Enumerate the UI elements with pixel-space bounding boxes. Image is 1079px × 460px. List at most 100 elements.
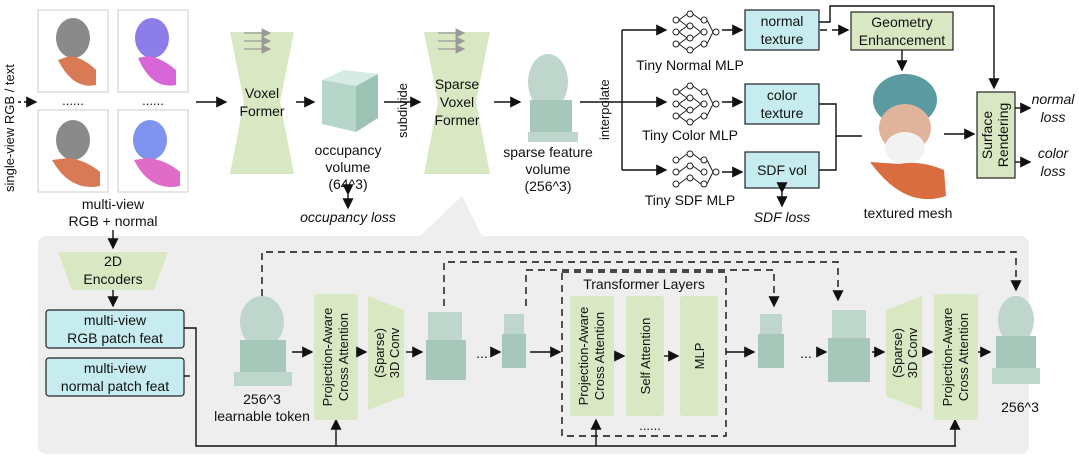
geometry-enhancement-box xyxy=(850,11,954,51)
sparse-conv-1-label-1: (Sparse) xyxy=(372,328,387,378)
sparse-feature-bust xyxy=(528,54,578,142)
voxel-bust-c xyxy=(758,314,784,368)
ellipsis-right: ...... xyxy=(142,93,164,108)
bust-normal-1 xyxy=(135,18,169,58)
voxel-former-block xyxy=(230,32,294,174)
normal-texture-label-1: normal xyxy=(761,13,804,29)
multiview-caption-1: multi-view xyxy=(82,196,145,212)
bust-normal-2 xyxy=(133,120,167,160)
skip-connection-inner xyxy=(525,269,780,308)
learnable-token-bust xyxy=(234,296,292,386)
sparse-feature-label-1: sparse feature xyxy=(503,144,593,160)
textured-mesh-label: textured mesh xyxy=(864,205,953,221)
textured-mesh-bust xyxy=(870,74,946,200)
sparse-feature-label-3: (256^3) xyxy=(524,178,571,194)
normal-loss-2: loss xyxy=(1041,109,1066,125)
pa-cross-2-label-2: Cross Attention xyxy=(956,313,971,401)
transformer-dots: ...... xyxy=(639,418,661,433)
normal-texture-label-2: texture xyxy=(761,31,804,47)
sparse-feature-label-2: volume xyxy=(525,161,570,177)
ellipsis-a: ... xyxy=(476,345,488,361)
normal-patch-label-2: normal patch feat xyxy=(61,378,169,394)
occupancy-volume-cube xyxy=(322,70,378,132)
color-texture-label-2: texture xyxy=(761,105,804,121)
sparse-conv-2-label-1: (Sparse) xyxy=(890,328,905,378)
learnable-label-2: learnable token xyxy=(214,408,310,424)
color-loss-1: color xyxy=(1038,145,1070,161)
normal-patch-label-1: multi-view xyxy=(84,360,147,376)
geometry-label-2: Enhancement xyxy=(859,32,946,48)
learnable-label-1: 256^3 xyxy=(243,391,281,407)
bust-rgb-1 xyxy=(56,18,90,58)
color-texture-box xyxy=(744,83,820,125)
color-mlp-icon xyxy=(672,82,720,126)
zoom-wedge xyxy=(420,196,482,236)
sparse-3d-conv-1 xyxy=(368,296,404,410)
encoders-label-1: 2D xyxy=(104,253,122,269)
output-voxel-bust xyxy=(992,296,1040,384)
sdf-vol-label: SDF vol xyxy=(757,162,807,178)
geometry-label-1: Geometry xyxy=(871,14,932,30)
skip-connection-middle xyxy=(443,261,844,306)
sparse-former-label-3: Former xyxy=(434,112,479,128)
tiny-sdf-mlp-label: Tiny SDF MLP xyxy=(645,192,736,208)
sparse-former-label-2: Voxel xyxy=(440,94,474,110)
transformer-layers-box xyxy=(561,271,727,437)
self-attention-label: Self Attention xyxy=(638,318,653,395)
self-attention-block xyxy=(626,296,664,416)
pa-cross-2-label-1: Projection-Aware xyxy=(940,308,955,407)
voxel-bust-b xyxy=(502,314,526,368)
pa-cross-tf-label-2: Cross Attention xyxy=(592,312,607,400)
normal-loss-1: normal xyxy=(1032,91,1076,107)
transformer-layers-label: Transformer Layers xyxy=(583,276,705,292)
input-label: single-view RGB / text xyxy=(2,64,17,192)
voxel-former-label-1: Voxel xyxy=(245,85,279,101)
occupancy-label-2: volume xyxy=(325,159,370,175)
color-loss-2: loss xyxy=(1041,163,1066,179)
output-res-label: 256^3 xyxy=(1001,399,1039,415)
tiny-normal-mlp-label: Tiny Normal MLP xyxy=(636,57,744,73)
voxel-bust-d xyxy=(828,310,870,382)
subdivide-label: subdivide xyxy=(395,83,410,138)
occupancy-label-1: occupancy xyxy=(315,142,382,158)
color-to-mesh xyxy=(819,103,862,137)
multiview-caption-2: RGB + normal xyxy=(68,213,157,229)
sparse-3d-conv-2 xyxy=(886,296,922,410)
detail-panel xyxy=(38,236,1029,454)
voxel-former-label-2: Former xyxy=(239,103,284,119)
surface-rendering-label-2: Rendering xyxy=(995,103,1011,168)
rgb-patch-label-2: RGB patch feat xyxy=(67,330,163,346)
sparse-conv-1-label-2: 3D Conv xyxy=(387,327,402,378)
pa-cross-tf-label-1: Projection-Aware xyxy=(576,307,591,406)
bust-rgb-2 xyxy=(56,120,90,160)
sdf-mlp-icon xyxy=(672,150,720,188)
rgb-patch-feat-box xyxy=(45,309,185,349)
normal-mlp-icon xyxy=(672,10,720,54)
pa-cross-attention-tf xyxy=(570,296,614,416)
rgb-patch-label-1: multi-view xyxy=(84,312,147,328)
surface-rendering-label-1: Surface xyxy=(979,111,995,159)
normal-to-rendering xyxy=(819,5,954,23)
tiny-color-mlp-label: Tiny Color MLP xyxy=(642,127,738,143)
mlp-label: MLP xyxy=(692,343,707,370)
surface-rendering-box xyxy=(976,91,1016,179)
sdf-loss: SDF loss xyxy=(754,209,811,225)
sparse-former-label-1: Sparse xyxy=(435,76,480,92)
geometry-to-rendering xyxy=(954,5,1000,90)
color-texture-label-1: color xyxy=(767,87,798,103)
multiview-images xyxy=(37,9,189,193)
ellipsis-b: ... xyxy=(800,345,812,361)
voxel-bust-a xyxy=(426,312,466,380)
pa-cross-1-label-1: Projection-Aware xyxy=(320,308,335,407)
encoders-block xyxy=(58,252,168,290)
mlp-block xyxy=(680,296,718,416)
normal-texture-box xyxy=(744,9,820,51)
normal-patch-feat-box xyxy=(45,357,185,397)
skip-connection-outer xyxy=(261,251,1022,296)
pa-cross-attention-2 xyxy=(934,294,978,420)
sparse-conv-2-label-2: 3D Conv xyxy=(905,327,920,378)
occupancy-label-3: (64^3) xyxy=(328,176,367,192)
sparse-voxel-former-block xyxy=(424,32,490,174)
occupancy-loss: occupancy loss xyxy=(300,209,396,225)
